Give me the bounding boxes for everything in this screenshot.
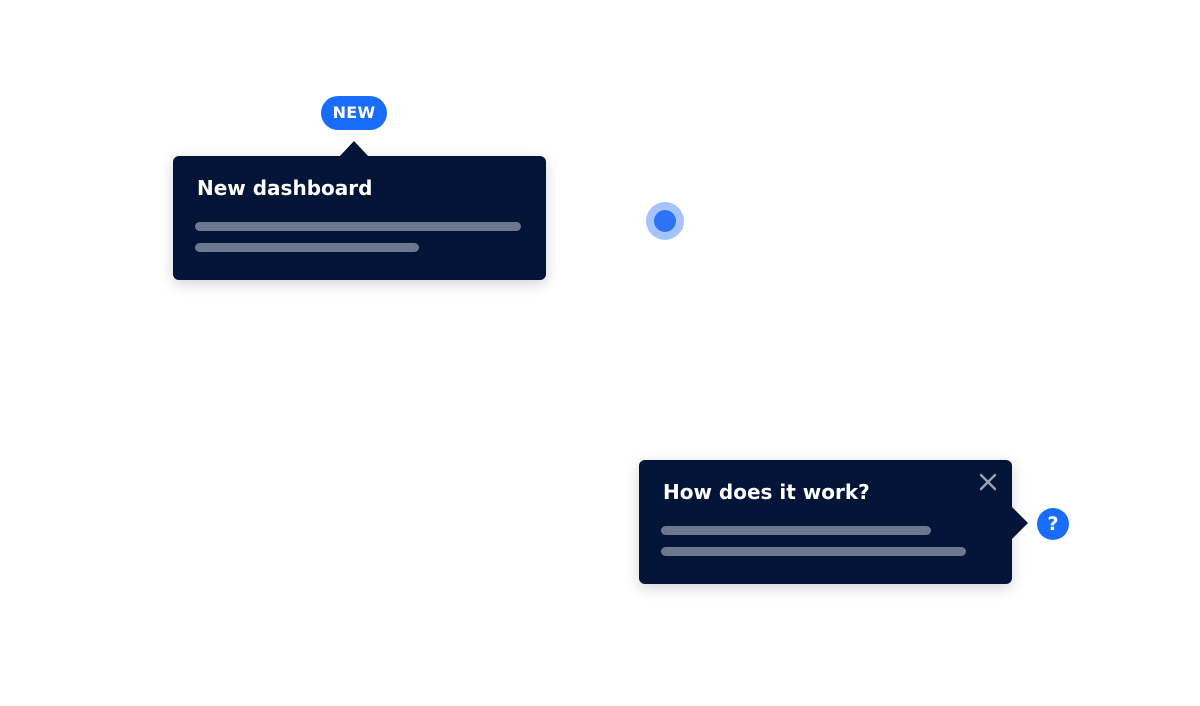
help-tooltip-title: How does it work? bbox=[663, 480, 870, 504]
dashboard-tooltip-title: New dashboard bbox=[197, 176, 373, 200]
hotspot-beacon[interactable] bbox=[646, 202, 684, 240]
skeleton-line bbox=[195, 243, 419, 252]
tooltip-arrow-up bbox=[339, 141, 369, 157]
skeleton-line bbox=[661, 526, 931, 535]
new-badge: NEW bbox=[321, 96, 387, 130]
skeleton-line bbox=[195, 222, 521, 231]
help-button[interactable]: ? bbox=[1037, 508, 1069, 540]
skeleton-line bbox=[661, 547, 966, 556]
hotspot-beacon-icon bbox=[654, 210, 676, 232]
help-tooltip: How does it work? bbox=[639, 460, 1012, 584]
tooltip-arrow-right bbox=[1012, 507, 1028, 539]
close-icon-glyph bbox=[979, 473, 997, 491]
close-icon[interactable] bbox=[976, 470, 1000, 494]
dashboard-tooltip: New dashboard bbox=[173, 156, 546, 280]
